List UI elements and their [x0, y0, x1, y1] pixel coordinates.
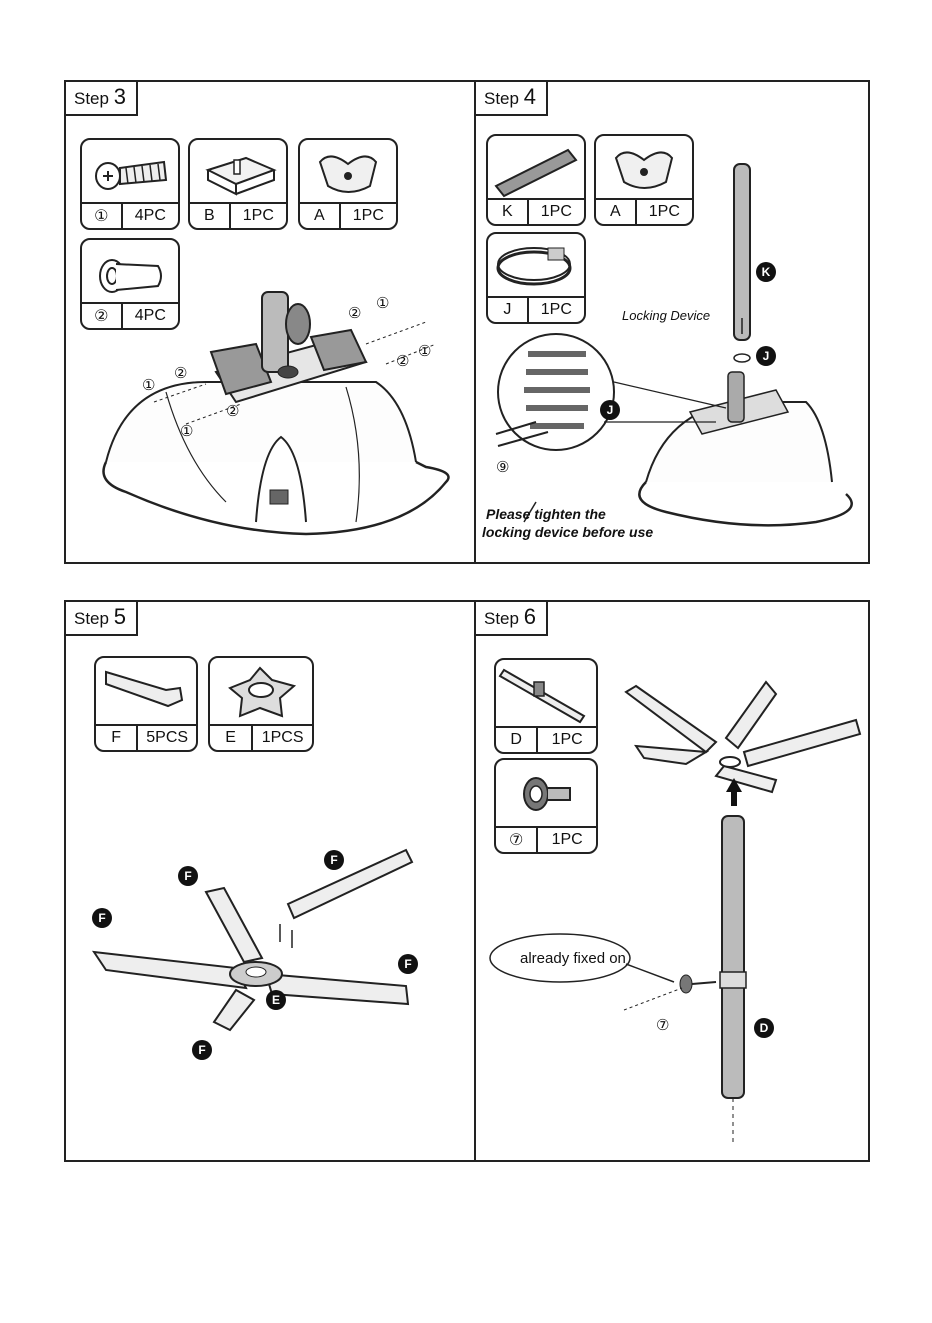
- base-legs-drawing: [66, 602, 474, 1160]
- pole-insert-drawing: [476, 602, 868, 1160]
- base-assembly-drawing: [66, 82, 474, 562]
